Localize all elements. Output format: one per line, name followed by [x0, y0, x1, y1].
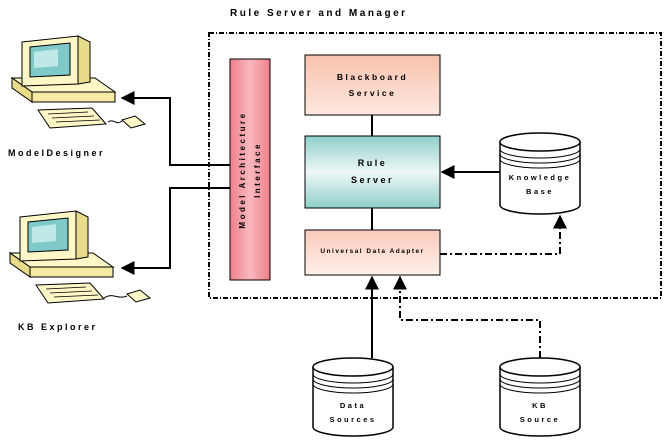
client-label-modeldesigner: ModelDesigner	[8, 148, 106, 158]
data-sources-label: Data Sources	[313, 392, 393, 434]
adapter-label: Universal Data Adapter	[320, 248, 425, 256]
blackboard-label-line2: Service	[348, 88, 397, 98]
diagram-title: Rule Server and Manager	[230, 8, 408, 19]
arrow-adapter-to-kb	[440, 214, 567, 255]
interface-bar	[229, 58, 271, 281]
knowledge-base-label-line2: Base	[526, 187, 554, 196]
kb-source-cylinder	[499, 357, 581, 437]
interface-label-line2: Interface	[253, 142, 262, 198]
blackboard-label: Blackboard Service	[305, 55, 440, 115]
kb-source-label-line1: KB	[532, 400, 548, 410]
arrow-interface-to-modeldesigner	[120, 91, 230, 166]
data-sources-label-line2: Sources	[329, 415, 377, 424]
arrow-interface-to-kbexplorer	[120, 187, 230, 275]
knowledge-base-label: Knowledge Base	[500, 165, 580, 205]
universal-data-adapter-box	[304, 229, 441, 276]
kb-source-label: KB Source	[500, 392, 580, 434]
data-sources-label-line1: Data	[339, 400, 367, 410]
data-sources-cylinder	[312, 357, 394, 437]
rule-server-label-line1: Rule	[357, 157, 388, 168]
blackboard-label-line1: Blackboard	[336, 71, 409, 82]
blackboard-service-box	[304, 54, 441, 116]
computer-icon	[10, 35, 147, 129]
arrow-kb-source-to-adapter	[393, 275, 541, 358]
rule-server-label: Rule Server	[305, 136, 440, 208]
kb-source-label-line2: Source	[519, 415, 561, 424]
client-label-kbexplorer: KB Explorer	[18, 322, 98, 332]
rule-server-label-line2: Server	[350, 175, 395, 185]
computer-icon	[8, 210, 152, 304]
interface-label-line1: Model Architecture	[237, 111, 247, 229]
knowledge-base-cylinder	[499, 132, 581, 215]
knowledge-base-label-line1: Knowledge	[508, 172, 572, 182]
